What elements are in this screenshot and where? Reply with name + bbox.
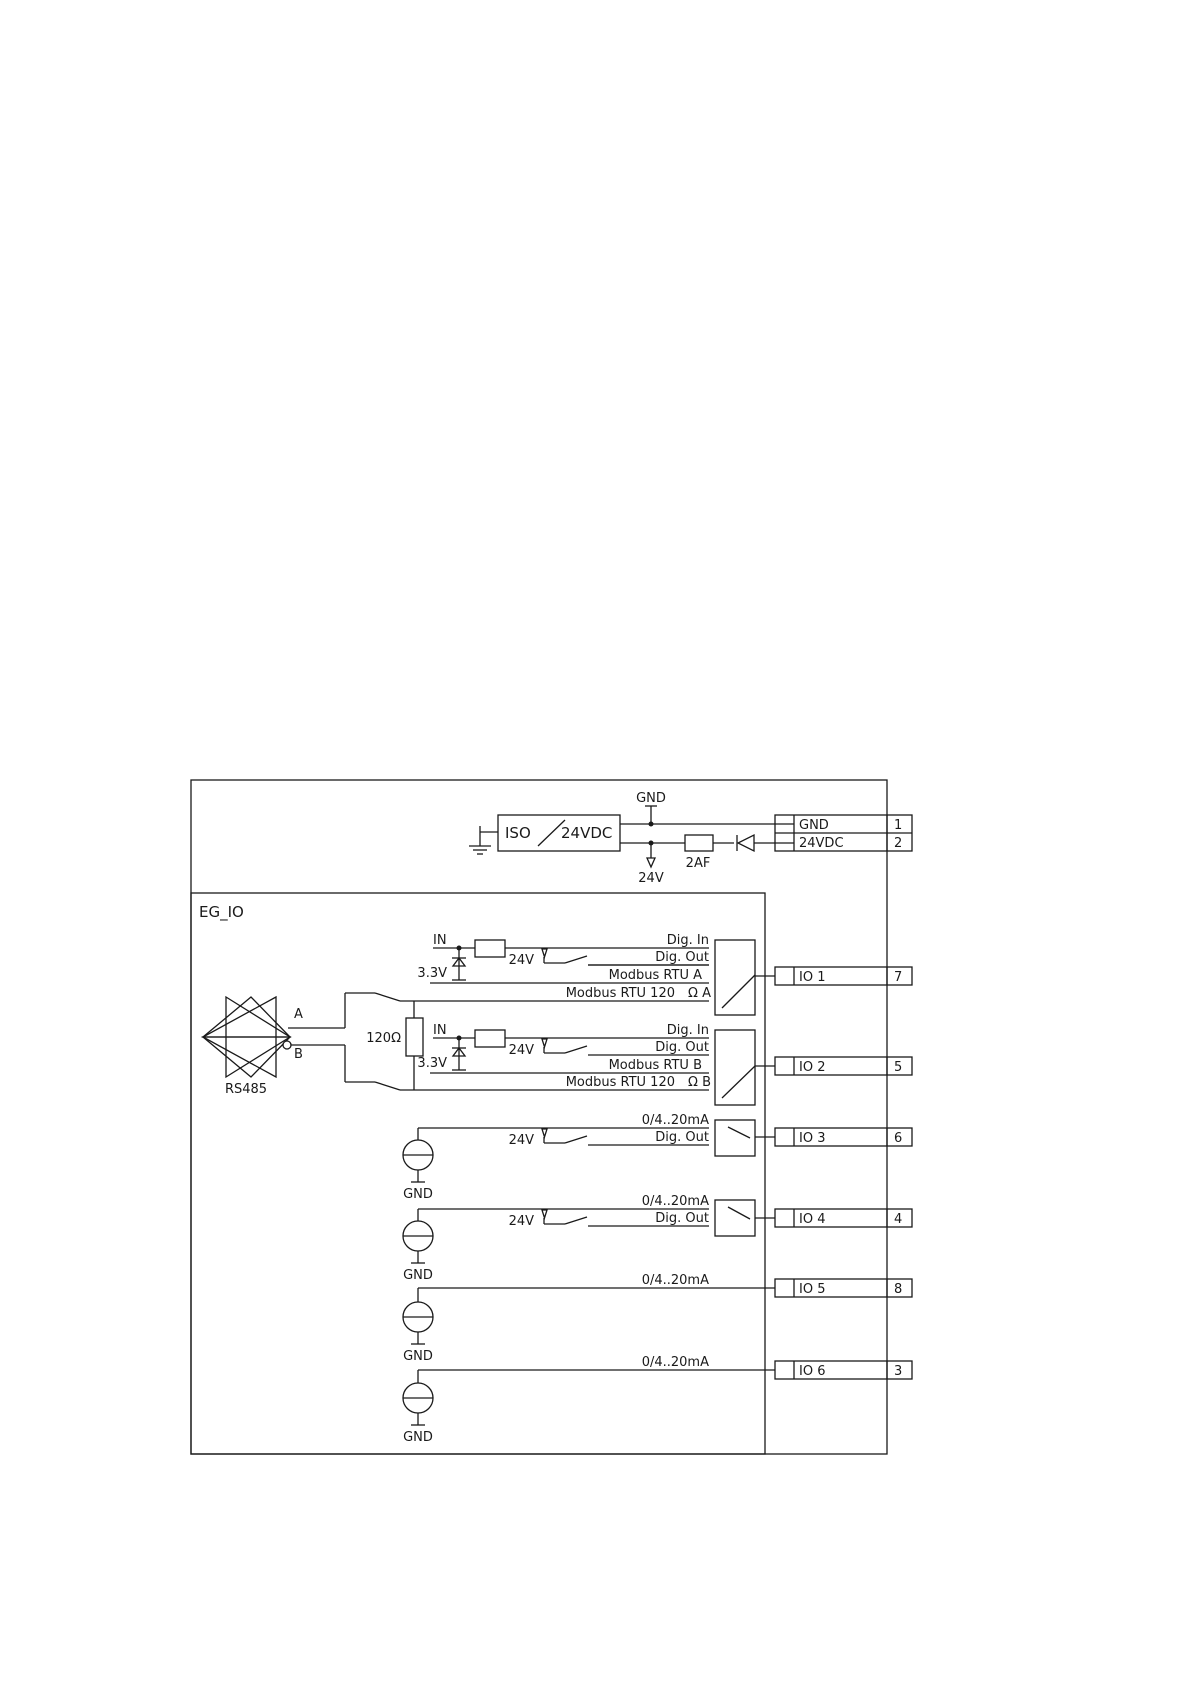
terminal-pin: 7	[894, 970, 902, 985]
rs485-a-label: A	[294, 1007, 303, 1022]
gnd-label: GND	[403, 1430, 433, 1445]
v24-bottom-label: 24V	[638, 871, 664, 886]
channel-4: GND 0/4..20mA 24V Dig. Out	[402, 1194, 775, 1283]
omega-label: Ω B	[688, 1075, 711, 1090]
rs485-label: RS485	[225, 1082, 267, 1097]
analog-label: 0/4..20mA	[642, 1113, 709, 1128]
analog-label: 0/4..20mA	[642, 1194, 709, 1209]
device-enclosure	[190, 779, 888, 1455]
terminal-name: 24VDC	[799, 836, 844, 851]
module-title: EG_IO	[199, 903, 244, 922]
terminal-name: IO 2	[799, 1060, 825, 1075]
channel-3: GND 0/4..20mA 24V Dig. Out	[402, 1113, 775, 1202]
mux-switch	[714, 1029, 756, 1106]
dig-in-label: Dig. In	[667, 1023, 709, 1038]
terminal-block: GND 1 24VDC 2 IO 1 7 IO 2 5 IO 3 6 IO 4 …	[774, 814, 913, 1380]
dig-in-label: Dig. In	[667, 933, 709, 948]
earth-ground-icon	[469, 826, 491, 855]
modbus-120-label: Modbus RTU 120	[566, 986, 675, 1001]
mux-switch	[714, 939, 756, 1016]
terminal-name: IO 6	[799, 1364, 825, 1379]
terminal-pin: 2	[894, 836, 902, 851]
modbus-label: Modbus RTU B	[609, 1058, 702, 1073]
terminal-name: IO 3	[799, 1131, 825, 1146]
channel-a: IN 3.3V 24V Dig. In Dig. Out Modbus RTU …	[417, 933, 775, 1016]
terminal-pin: 6	[894, 1131, 902, 1146]
in-label: IN	[433, 933, 447, 948]
v24-label: 24V	[509, 1133, 535, 1148]
channel-5: GND 0/4..20mA	[402, 1273, 775, 1364]
terminal-pin: 4	[894, 1212, 902, 1227]
modbus-label: Modbus RTU A	[609, 968, 702, 983]
resistor-label: 120Ω	[366, 1031, 401, 1046]
fuse-label: 2AF	[686, 856, 711, 871]
in-label: IN	[433, 1023, 447, 1038]
power-section: ISO 24VDC GND 24V 2AF	[469, 791, 794, 886]
dig-out-label: Dig. Out	[655, 1211, 709, 1226]
dig-out-label: Dig. Out	[655, 1040, 709, 1055]
v33-label: 3.3V	[417, 1056, 447, 1071]
v24-label: 24V	[509, 953, 535, 968]
gnd-label: GND	[403, 1268, 433, 1283]
terminal-name: IO 5	[799, 1282, 825, 1297]
terminal-pin: 1	[894, 818, 902, 833]
terminal-pin: 8	[894, 1282, 902, 1297]
dig-out-label: Dig. Out	[655, 1130, 709, 1145]
v33-label: 3.3V	[417, 966, 447, 981]
terminal-pin: 5	[894, 1060, 902, 1075]
terminal-name: IO 1	[799, 970, 825, 985]
mux-switch	[714, 1119, 756, 1157]
modbus-120-label: Modbus RTU 120	[566, 1075, 675, 1090]
iso-dcdc-box	[497, 814, 621, 852]
gnd-label: GND	[403, 1349, 433, 1364]
supply-label: 24VDC	[561, 824, 612, 842]
v24-label: 24V	[509, 1214, 535, 1229]
terminal-pin: 3	[894, 1364, 902, 1379]
termination-resistor	[405, 1017, 424, 1057]
dig-out-label: Dig. Out	[655, 950, 709, 965]
diode-icon	[736, 833, 755, 853]
rs485-b-label: B	[294, 1047, 303, 1062]
terminal-name: IO 4	[799, 1212, 825, 1227]
eg-io-module-box	[190, 892, 766, 1455]
terminal-name: GND	[799, 818, 829, 833]
omega-label: Ω A	[688, 986, 711, 1001]
rs485-transceiver: RS485 A B 120Ω	[201, 992, 709, 1097]
channel-6: GND 0/4..20mA	[402, 1355, 775, 1445]
fuse-symbol	[684, 834, 714, 852]
gnd-label: GND	[403, 1187, 433, 1202]
gnd-top-label: GND	[636, 791, 666, 806]
iso-label: ISO	[505, 824, 531, 842]
analog-label: 0/4..20mA	[642, 1355, 709, 1370]
v24-label: 24V	[509, 1043, 535, 1058]
channel-b: IN 3.3V 24V Dig. In Dig. Out Modbus RTU …	[417, 1023, 775, 1106]
analog-label: 0/4..20mA	[642, 1273, 709, 1288]
